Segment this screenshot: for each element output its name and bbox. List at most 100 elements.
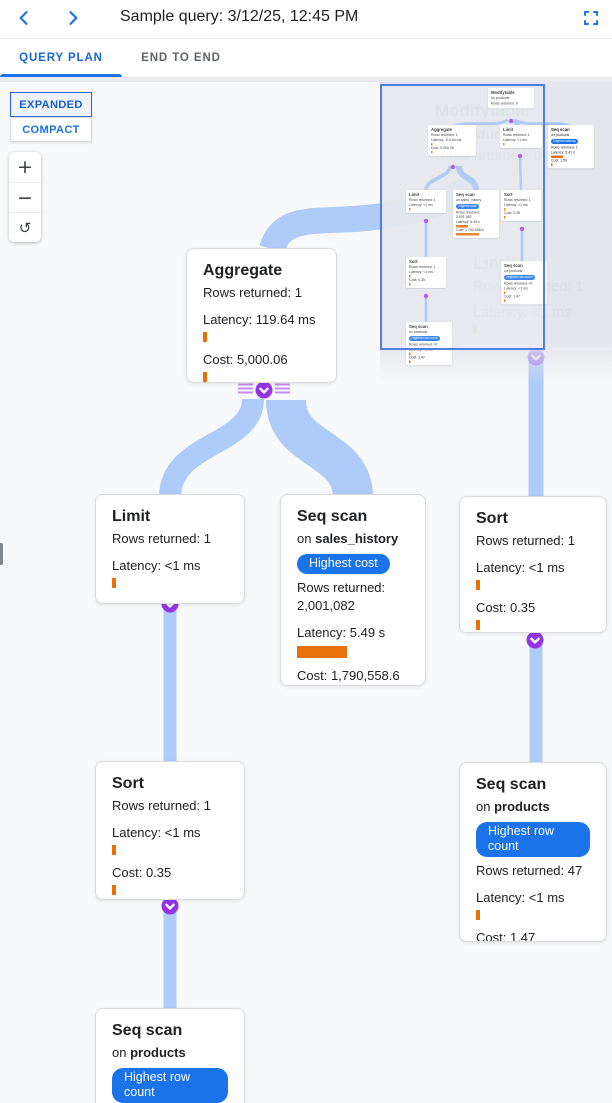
panel-resize-handle[interactable] (0, 543, 3, 565)
plan-node-sort-right[interactable]: Sort Rows returned: 1 Latency: <1 ms Cos… (459, 496, 607, 633)
node-rows: Rows returned: 1 (476, 533, 575, 548)
node-cost: Cost: 0.35 (112, 865, 172, 880)
plan-node-sort-left[interactable]: Sort Rows returned: 1 Latency: <1 ms Cos… (95, 761, 245, 900)
chevron-left-icon[interactable] (14, 8, 34, 28)
latency-bar (297, 646, 347, 658)
node-title: Seq scan (112, 1022, 183, 1039)
node-title: Sort (112, 775, 144, 792)
zoom-controls: + − ↺ (9, 152, 41, 242)
collapse-badge[interactable] (161, 897, 179, 915)
metric-bar (409, 360, 411, 363)
metric-bar (503, 143, 505, 146)
node-cost: Cost: 1,790,558.6 (297, 668, 400, 683)
highest-cost-badge: Highest cost (297, 554, 390, 574)
page-title: Sample query: 3/12/25, 12:45 PM (120, 8, 359, 25)
latency-bar (476, 910, 480, 920)
header-divider (0, 77, 612, 82)
active-tab-underline (0, 74, 122, 77)
metric-bar (409, 208, 411, 211)
fullscreen-icon[interactable] (582, 9, 600, 27)
node-cost: Cost: 0.35 (476, 600, 536, 615)
node-latency: Latency: <1 ms (476, 560, 565, 575)
minimap-edges-svg (423, 118, 571, 322)
metric-bar (431, 143, 433, 146)
node-rows: Rows returned: 1 (203, 285, 302, 300)
metric-bar (456, 233, 479, 236)
title-bar: Sample query: 3/12/25, 12:45 PM (0, 0, 612, 39)
metric-bar (409, 352, 411, 355)
node-rows: Rows returned: 1 (112, 531, 211, 546)
plan-node-limit[interactable]: Limit Rows returned: 1 Latency: <1 ms (95, 494, 245, 604)
metric-bar (504, 208, 506, 211)
reset-view-button[interactable]: ↺ (9, 212, 41, 242)
zoom-in-button[interactable]: + (9, 152, 41, 182)
plan-node-seq-scan-products-bottom[interactable]: Seq scan on products Highest row count R… (95, 1008, 245, 1103)
metric-bar (504, 216, 506, 219)
metric-bar (504, 299, 506, 302)
cost-bar (476, 620, 480, 630)
plan-node-seq-scan-products[interactable]: Seq scan on products Highest row count R… (459, 762, 607, 942)
node-latency: Latency: 119.64 ms (203, 312, 316, 327)
expanded-button[interactable]: EXPANDED (10, 92, 92, 117)
flow-edge (266, 398, 373, 499)
metric-bar (551, 155, 563, 158)
node-rows: Rows returned: 2,001,082 (297, 580, 386, 613)
node-title: Limit (112, 508, 151, 525)
node-title: Aggregate (203, 262, 283, 279)
node-rows: Rows returned: 1 (112, 798, 211, 813)
highest-row-count-badge: Highest row count (476, 822, 590, 857)
minimap-collapse-dots (423, 118, 525, 299)
zoom-out-button[interactable]: − (9, 182, 41, 212)
node-latency: Latency: <1 ms (112, 558, 201, 573)
node-rows: Rows returned: 47 (476, 863, 583, 878)
plan-node-seq-scan-sales-history[interactable]: Seq scan on sales_history Highest cost R… (280, 494, 426, 686)
node-cost: Cost: 5,000.06 (203, 352, 288, 367)
tab-query-plan[interactable]: QUERY PLAN (19, 52, 103, 64)
minimap-node-badge: Highest latency (551, 139, 579, 144)
latency-bar (476, 580, 480, 590)
collapse-stripes (238, 383, 290, 394)
node-title: Seq scan (476, 776, 547, 793)
node-latency: Latency: <1 ms (476, 890, 565, 905)
latency-bar (112, 845, 116, 855)
latency-bar (203, 332, 207, 342)
minimap-viewport[interactable] (380, 84, 545, 350)
minimap-node-badge: Highest cost (456, 204, 479, 209)
tab-end-to-end[interactable]: END TO END (141, 52, 221, 64)
node-table: on products (112, 1045, 186, 1060)
plan-node-aggregate[interactable]: Aggregate Rows returned: 1 Latency: 119.… (186, 248, 337, 383)
node-latency: Latency: 5.49 s (297, 625, 386, 640)
minimap-node-badge: Highest row count (504, 275, 536, 280)
compact-button[interactable]: COMPACT (10, 117, 92, 142)
metric-bar (431, 151, 433, 154)
cost-bar (112, 885, 116, 895)
metric-bar (409, 275, 411, 278)
highest-row-count-badge: Highest row count (112, 1068, 228, 1103)
chevron-right-icon[interactable] (63, 8, 83, 28)
metric-bar (504, 291, 506, 294)
cost-bar (203, 372, 207, 382)
metric-bar (409, 283, 411, 286)
node-latency: Latency: <1 ms (112, 825, 201, 840)
latency-bar (112, 578, 116, 588)
metric-bar (456, 225, 468, 228)
collapse-badge[interactable] (255, 381, 273, 399)
flow-edge (159, 397, 264, 499)
plan-view-toggle: EXPANDED COMPACT (10, 92, 92, 142)
node-table: on sales_history (297, 531, 399, 546)
minimap-node-badge: Highest row count (409, 336, 441, 341)
collapse-badge[interactable] (526, 631, 544, 649)
metric-bar (551, 163, 553, 166)
node-cost: Cost: 1.47 (476, 930, 536, 942)
